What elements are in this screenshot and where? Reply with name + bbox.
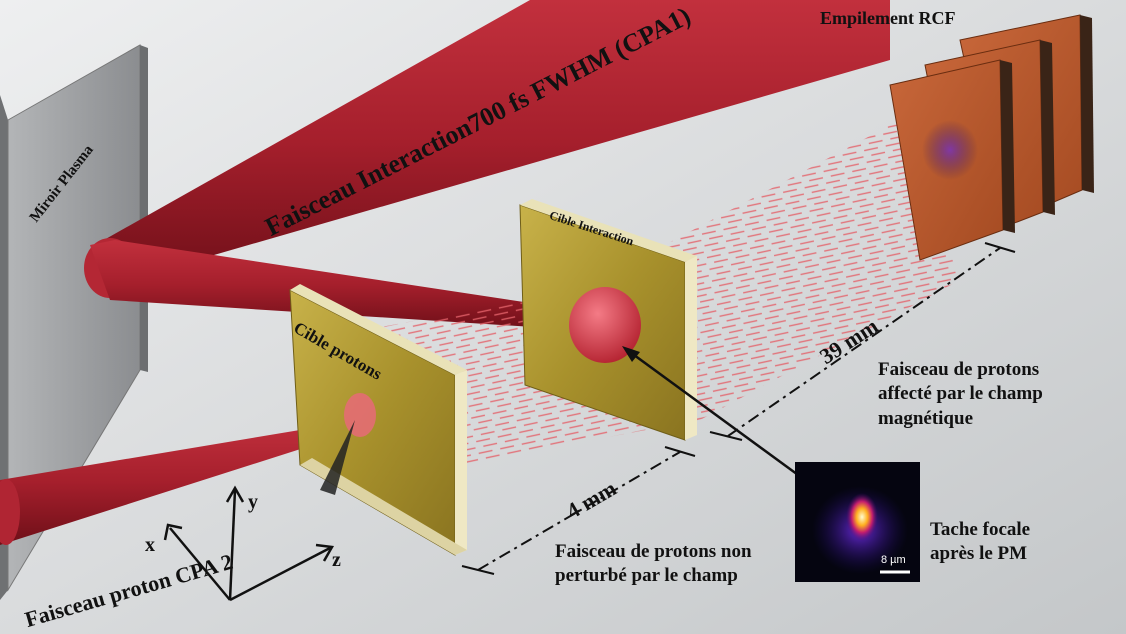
distance-4mm-marker [461, 446, 696, 575]
rcf-stack [889, 14, 1094, 261]
axis-x-label: x [145, 534, 155, 556]
focal-spot-label: Tache focale après le PM [930, 519, 1031, 565]
interaction-target [519, 199, 697, 441]
proton-beam-cpa2 [0, 420, 360, 545]
focal-spot-image [795, 462, 920, 582]
axis-y-label: y [248, 491, 258, 513]
unperturbed-beam-label: Faisceau de protons non perturbé par le … [555, 541, 752, 587]
interaction-beam [84, 0, 890, 330]
rcf-film-1 [889, 59, 1015, 261]
affected-beam-label: Faisceau de protons affecté par le champ… [878, 359, 1043, 429]
distance-39mm-marker [709, 242, 1016, 441]
rcf-stack-label: Empilement RCF [820, 8, 956, 28]
scale-bar-label: 8 µm [881, 554, 906, 566]
focal-spot-arrow [622, 346, 806, 482]
axis-z-label: z [332, 549, 341, 571]
coordinate-axes [163, 485, 335, 602]
proton-target [289, 284, 467, 556]
